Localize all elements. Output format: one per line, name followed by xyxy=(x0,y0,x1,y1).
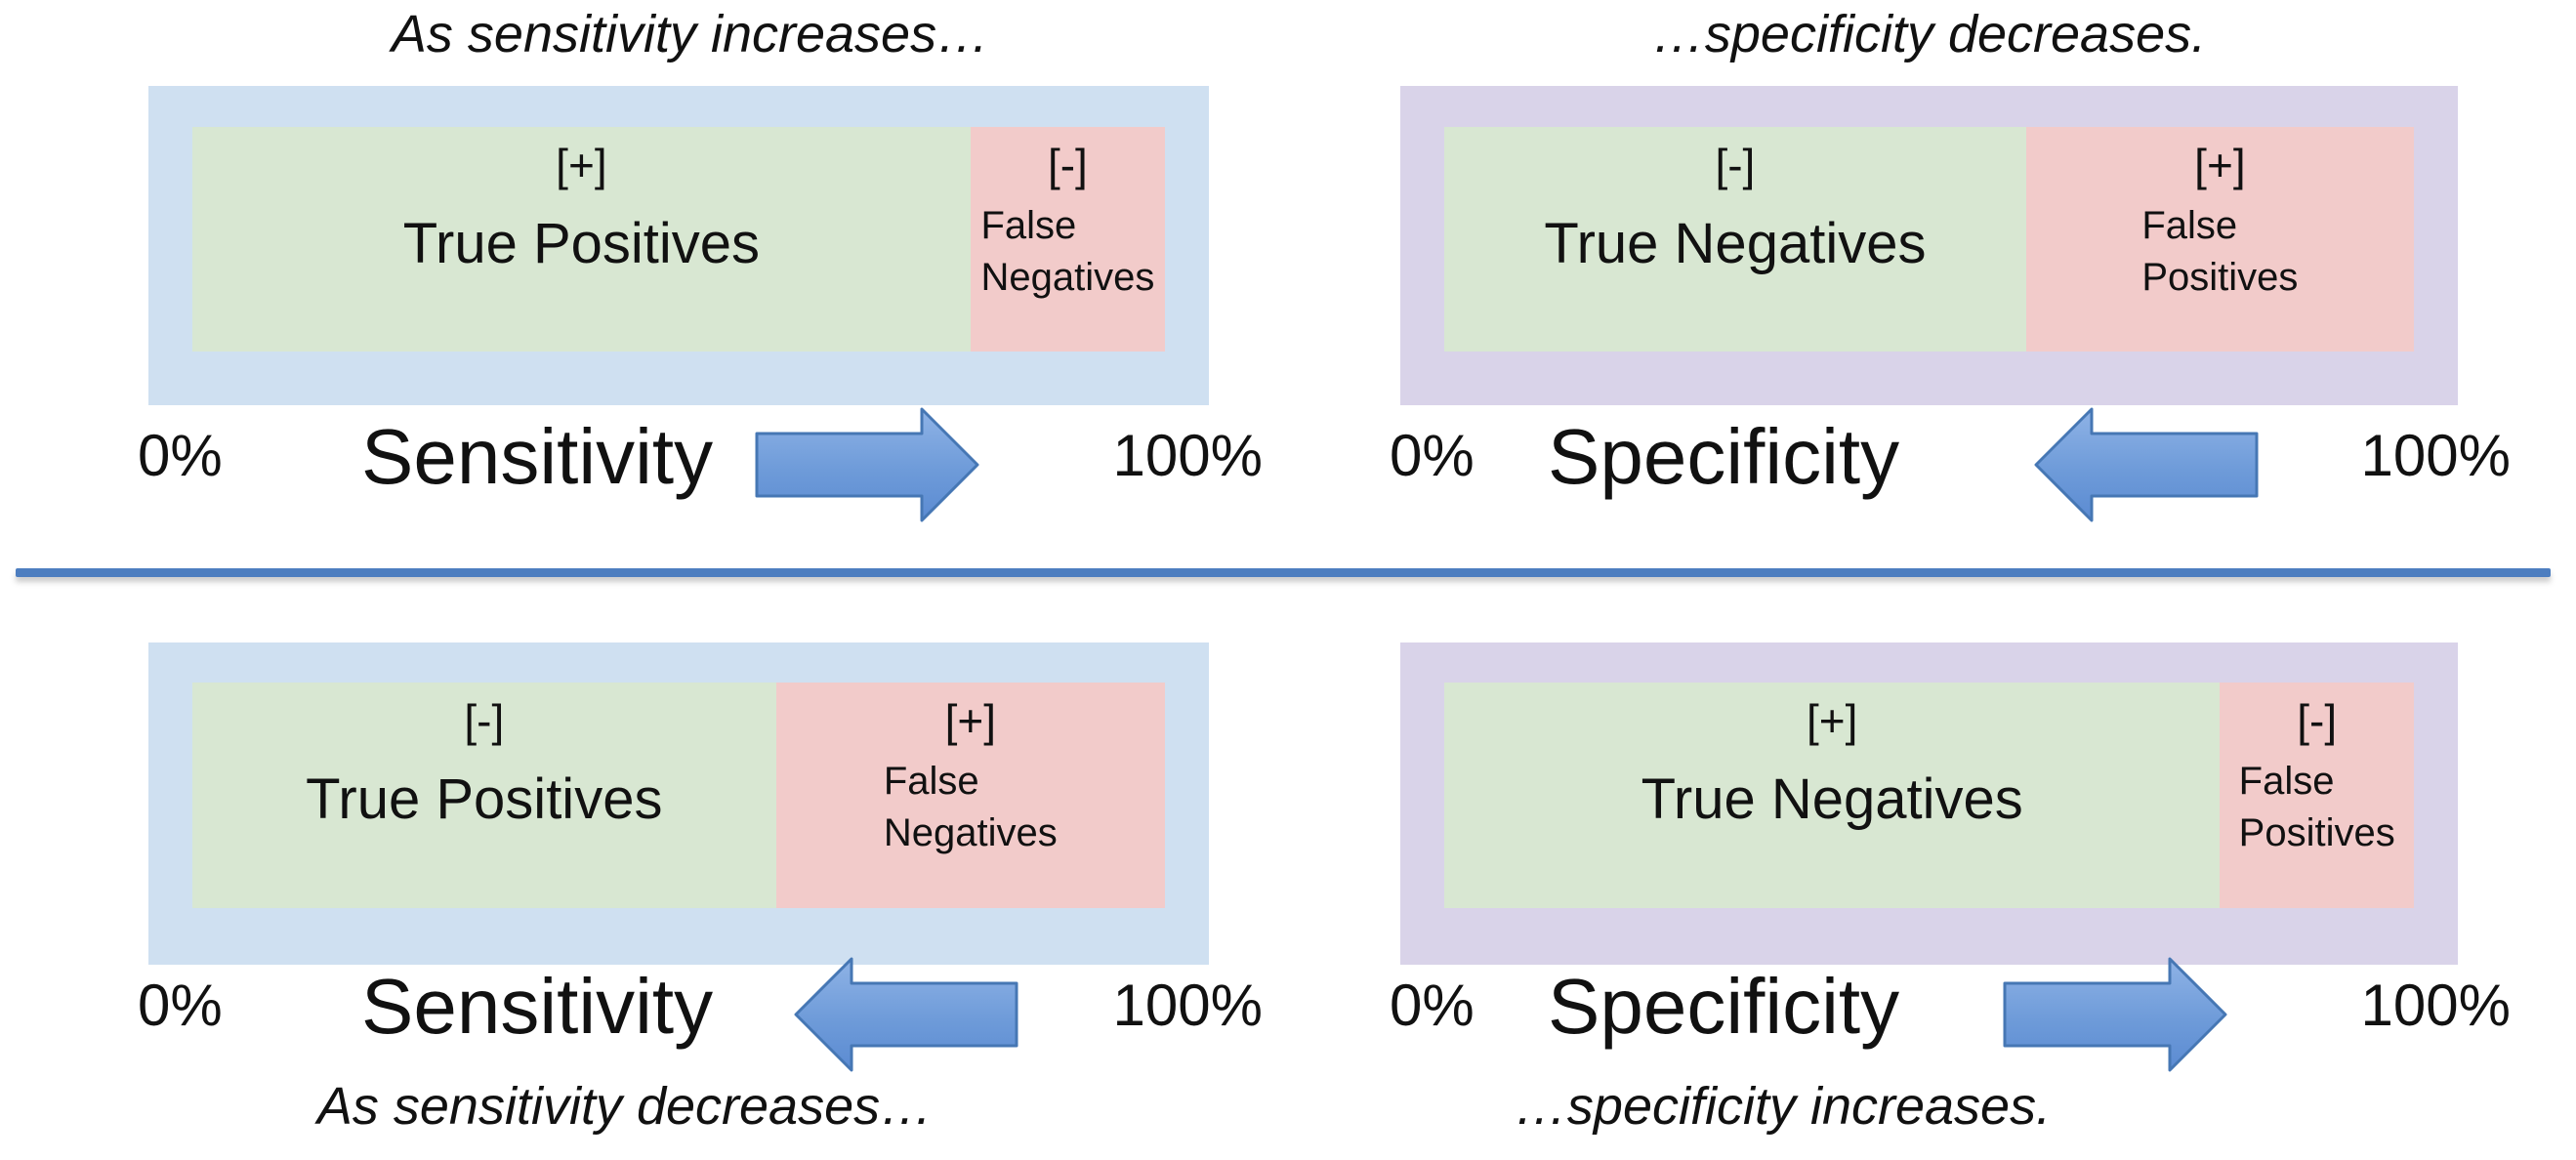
arrow-right-icon xyxy=(2003,957,2227,1072)
scale-max-label: 100% xyxy=(1112,423,1263,488)
true-negatives-label: True Negatives xyxy=(1641,767,2023,832)
specificity-high-inner: [+] True Negatives [-] False Positives xyxy=(1444,683,2414,908)
sensitivity-axis-label: Sensitivity xyxy=(361,413,714,500)
positive-sign-label: [+] xyxy=(944,695,996,746)
sensitivity-low-inner: [-] True Positives [+] False Negatives xyxy=(192,683,1165,908)
false-positives-region: [-] False Positives xyxy=(2220,683,2414,908)
positive-sign-label: [+] xyxy=(1806,695,1858,746)
true-positives-label: True Positives xyxy=(402,212,761,276)
sensitivity-high-inner: [+] True Positives [-] False Negatives xyxy=(192,127,1165,352)
specificity-axis-label: Specificity xyxy=(1548,963,1900,1050)
false-negatives-label: False Negatives xyxy=(883,760,1058,854)
true-negatives-region: [-] True Negatives xyxy=(1444,127,2026,352)
scale-min-label: 0% xyxy=(1390,423,1475,488)
scale-max-label: 100% xyxy=(2360,973,2511,1038)
scale-min-label: 0% xyxy=(1390,973,1475,1038)
false-positives-label: False Positives xyxy=(2238,760,2395,854)
caption-sensitivity-increases: As sensitivity increases… xyxy=(391,5,990,63)
specificity-low-inner: [-] True Negatives [+] False Positives xyxy=(1444,127,2414,352)
true-positives-label: True Positives xyxy=(306,767,663,832)
positive-sign-label: [+] xyxy=(2194,140,2246,190)
arrow-left-icon xyxy=(794,957,1018,1072)
sensitivity-high-box: [+] True Positives [-] False Negatives xyxy=(148,86,1209,405)
true-negatives-label: True Negatives xyxy=(1544,212,1927,276)
negative-sign-label: [-] xyxy=(1047,140,1088,190)
sensitivity-scale-top: 0% Sensitivity 100% xyxy=(138,402,1263,524)
scale-min-label: 0% xyxy=(138,973,223,1038)
arrow-left-icon xyxy=(2034,407,2259,522)
specificity-low-box: [-] True Negatives [+] False Positives xyxy=(1400,86,2458,405)
true-positives-region: [-] True Positives xyxy=(192,683,776,908)
caption-specificity-decreases: …specificity decreases. xyxy=(1651,5,2207,63)
caption-specificity-increases: …specificity increases. xyxy=(1514,1077,2052,1136)
false-negatives-label: False Negatives xyxy=(980,204,1155,299)
false-positives-region: [+] False Positives xyxy=(2025,127,2414,352)
caption-sensitivity-decreases: As sensitivity decreases… xyxy=(316,1077,934,1136)
true-negatives-region: [+] True Negatives xyxy=(1444,683,2221,908)
sensitivity-low-box: [-] True Positives [+] False Negatives xyxy=(148,642,1209,965)
specificity-scale-bottom: 0% Specificity 100% xyxy=(1390,952,2511,1074)
false-negatives-region: [+] False Negatives xyxy=(775,683,1165,908)
sensitivity-scale-bottom: 0% Sensitivity 100% xyxy=(138,952,1263,1074)
sensitivity-axis-label: Sensitivity xyxy=(361,963,714,1050)
false-positives-label: False Positives xyxy=(2141,204,2299,299)
true-positives-region: [+] True Positives xyxy=(192,127,971,352)
negative-sign-label: [-] xyxy=(2297,695,2338,746)
specificity-scale-top: 0% Specificity 100% xyxy=(1390,402,2511,524)
scale-max-label: 100% xyxy=(2360,423,2511,488)
scale-max-label: 100% xyxy=(1112,973,1263,1038)
false-negatives-region: [-] False Negatives xyxy=(970,127,1165,352)
arrow-right-icon xyxy=(755,407,979,522)
negative-sign-label: [-] xyxy=(464,695,505,746)
negative-sign-label: [-] xyxy=(1715,140,1756,190)
specificity-axis-label: Specificity xyxy=(1548,413,1900,500)
horizontal-divider xyxy=(16,568,2551,577)
positive-sign-label: [+] xyxy=(556,140,607,190)
specificity-high-box: [+] True Negatives [-] False Positives xyxy=(1400,642,2458,965)
scale-min-label: 0% xyxy=(138,423,223,488)
